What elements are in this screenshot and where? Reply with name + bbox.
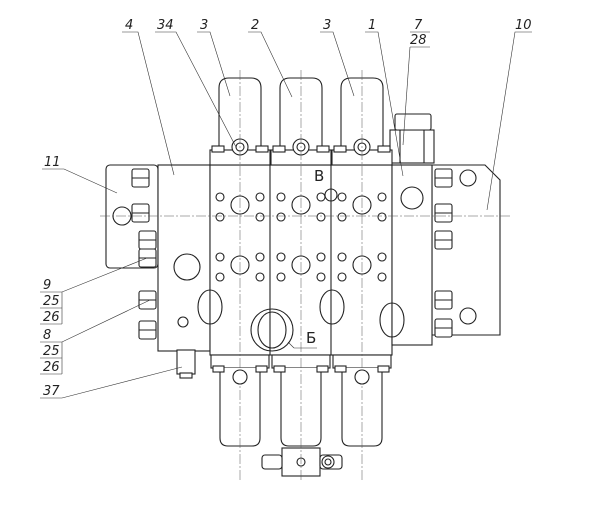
flange-bolt	[316, 365, 329, 373]
callout-9: 9	[43, 278, 51, 293]
work-port	[352, 195, 372, 215]
flange-bolt	[334, 365, 347, 373]
bolt-hole	[215, 272, 225, 282]
bolt-hole	[255, 272, 265, 282]
bolt-hole	[276, 252, 286, 262]
flange-bolt	[255, 365, 268, 373]
callout-9-26: 26	[43, 310, 60, 325]
callout-8-26: 26	[43, 360, 60, 375]
bolt-hole	[215, 192, 225, 202]
bolt-hole	[255, 212, 265, 222]
bolt-hole	[276, 272, 286, 282]
bolt-hole	[337, 252, 347, 262]
bolt-hole	[276, 192, 286, 202]
callout-34: 34	[157, 18, 174, 33]
callout-3-left: 3	[200, 18, 208, 33]
inlet-port	[400, 186, 424, 210]
flange-bolt	[316, 145, 330, 153]
work-port	[352, 255, 372, 275]
callout-4: 4	[125, 18, 133, 33]
detail-b-circle	[250, 308, 294, 352]
work-port	[230, 255, 250, 275]
callout-1: 1	[368, 18, 376, 33]
connector-ring	[232, 369, 248, 385]
sensor-tip	[179, 372, 193, 379]
fitting-cap	[394, 113, 432, 131]
bolt-hole	[337, 272, 347, 282]
bolt-hole	[276, 212, 286, 222]
port-circle	[173, 253, 201, 281]
flange-bolt	[255, 145, 269, 153]
bolt-hole	[215, 252, 225, 262]
bracket-hole	[459, 307, 477, 325]
connector-ring	[354, 369, 370, 385]
fitting-hex	[389, 129, 435, 164]
flange-bolt	[333, 145, 347, 153]
work-port	[291, 195, 311, 215]
bolt-hole	[337, 192, 347, 202]
bolt-hole	[215, 212, 225, 222]
callout-8-25: 25	[43, 344, 60, 359]
callout-2: 2	[251, 18, 259, 33]
callout-3-right: 3	[323, 18, 331, 33]
callout-10: 10	[515, 18, 532, 33]
callouts: 4 34 3 2 3 1 7 28 10 11 9 25 26 8 25 26 …	[40, 18, 532, 399]
callout-8: 8	[43, 328, 51, 343]
work-port	[291, 255, 311, 275]
inlet-section	[391, 164, 433, 346]
callout-28: 28	[410, 33, 427, 48]
callout-9-25: 25	[43, 294, 60, 309]
view-label-b: Б	[306, 329, 316, 347]
bolt-hole	[337, 212, 347, 222]
bolt-hole	[377, 252, 387, 262]
end-plate	[157, 164, 211, 352]
bolt-hole	[377, 212, 387, 222]
bolt-hole	[255, 192, 265, 202]
bracket-hole	[459, 169, 477, 187]
port-circle	[177, 316, 189, 328]
callout-37: 37	[43, 384, 60, 399]
flange-bolt	[211, 145, 225, 153]
flange-bolt	[377, 365, 390, 373]
flange-bolt	[272, 145, 286, 153]
bolt-hole	[377, 272, 387, 282]
flange-bolt	[377, 145, 391, 153]
bolt-hole	[316, 272, 326, 282]
work-port	[230, 195, 250, 215]
bolt-hole	[316, 252, 326, 262]
flange-bolt	[212, 365, 225, 373]
callout-11: 11	[44, 155, 61, 170]
bolt-hole	[316, 212, 326, 222]
bolt-hole	[255, 252, 265, 262]
bolt-hole	[377, 192, 387, 202]
callout-7: 7	[414, 18, 423, 33]
flange-bolt	[273, 365, 286, 373]
sensor	[176, 349, 196, 375]
view-label-v: В	[314, 167, 324, 185]
bolt-hole	[316, 192, 326, 202]
